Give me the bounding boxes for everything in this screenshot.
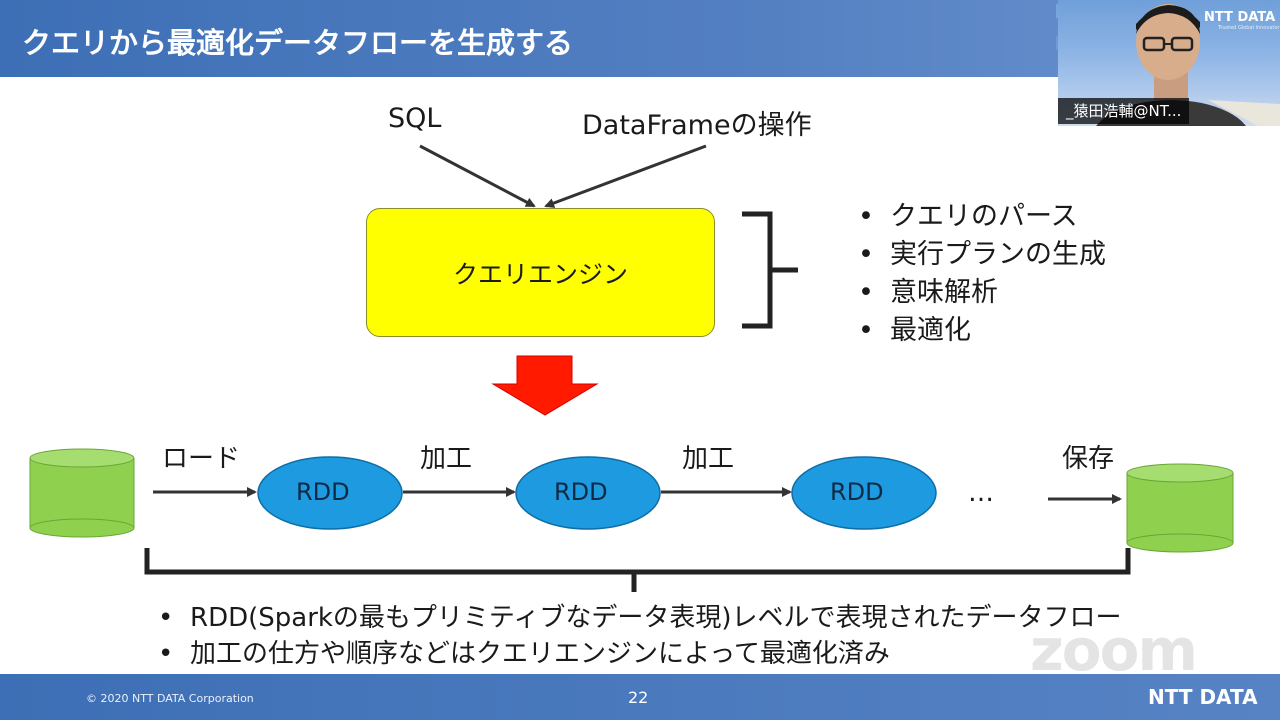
query-engine-box: クエリエンジン [366,208,715,337]
dataframe-arrow [544,144,707,208]
rdd-node-2-shape [515,456,661,530]
sql-input-label: SQL [388,103,442,134]
save-label: 保存 [1062,444,1115,474]
sql-arrow [419,144,536,208]
source-database-cylinder-icon [29,448,135,538]
list-item: 実行プランの生成 [858,236,1106,274]
list-item: 最適化 [858,312,1106,350]
process-label-2: 加工 [682,444,735,474]
process-label-1: 加工 [420,444,473,474]
brand-tagline: Trusted Global Innovator [1218,25,1280,31]
target-database-cylinder-icon [1126,463,1234,553]
rdd-node-1-shape [257,456,403,530]
zoom-watermark: zoom [1030,616,1198,684]
bottom-curly-brace-icon [144,548,1131,592]
participant-name-badge: _猿田浩輔@NT... [1058,98,1190,124]
brand-logo-top: NTT DATA [1204,10,1276,25]
engine-function-list: クエリのパース 実行プランの生成 意味解析 最適化 [858,198,1106,350]
slide-footer: © 2020 NTT DATA Corporation 22 NTT DATA [0,674,1280,720]
list-item: 加工の仕方や順序などはクエリエンジンによって最適化済み [158,636,1122,672]
rdd-node-3-shape [791,456,937,530]
curly-brace-icon [742,211,798,329]
rdd-node-2-label: RDD [554,478,608,506]
down-arrow-icon [491,355,599,416]
query-engine-label: クエリエンジン [452,259,628,289]
flow-ellipsis: … [968,478,994,508]
footer-copyright: © 2020 NTT DATA Corporation [86,692,254,705]
load-label: ロード [162,444,241,474]
list-item: 意味解析 [858,274,1106,312]
summary-list: RDD(Sparkの最もプリミティブなデータ表現)レベルで表現されたデータフロー… [158,600,1122,672]
slide-title: クエリから最適化データフローを生成する [22,26,574,60]
list-item: クエリのパース [858,198,1106,236]
dataframe-input-label: DataFrameの操作 [582,110,812,141]
rdd-node-3-label: RDD [830,478,884,506]
rdd-node-1-label: RDD [296,478,350,506]
footer-logo: NTT DATA [1148,685,1258,709]
list-item: RDD(Sparkの最もプリミティブなデータ表現)レベルで表現されたデータフロー [158,600,1122,636]
footer-page-number: 22 [628,688,649,707]
